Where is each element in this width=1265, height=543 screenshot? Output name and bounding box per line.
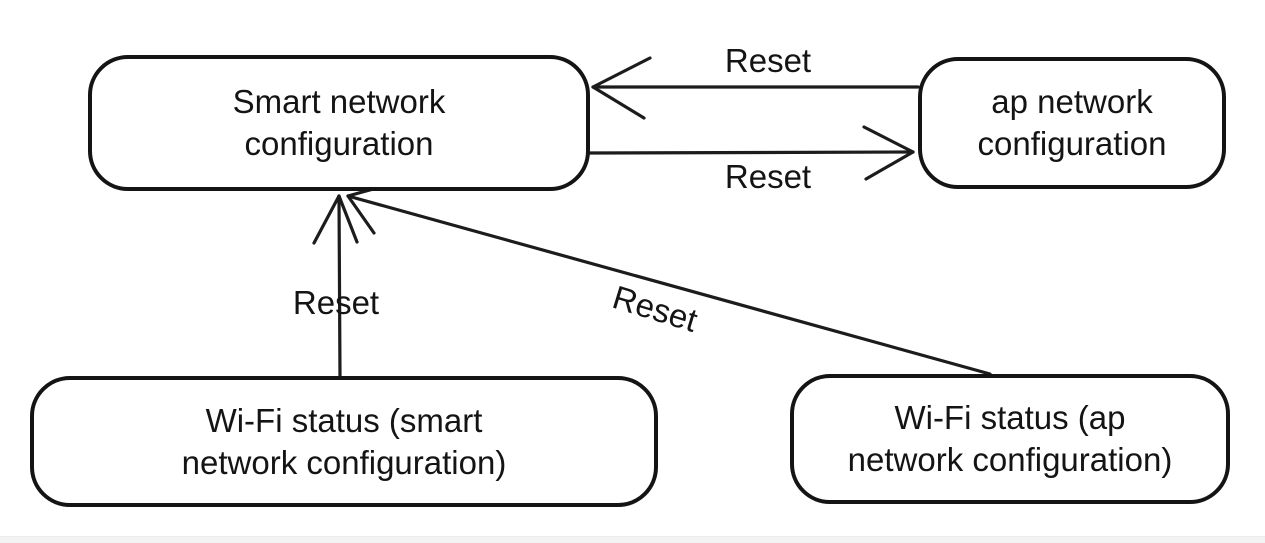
- node-ap-network-configuration: ap network configuration: [918, 57, 1226, 189]
- edge-label-reset-wifismart-to-smart: Reset: [292, 284, 380, 321]
- node-label-line: ap network: [991, 83, 1153, 120]
- arrowhead-left-icon: [591, 56, 652, 120]
- edge-smart-to-ap: [587, 150, 915, 155]
- node-label-line: network configuration): [181, 443, 507, 481]
- page-edge-strip: [0, 536, 1265, 543]
- node-label-line: configuration: [244, 125, 434, 162]
- node-label-line: configuration: [977, 125, 1167, 162]
- node-wifi-status-smart-network-configuration: Wi-Fi status (smart network configuratio…: [30, 376, 658, 507]
- edge-label-reset-ap-to-smart: Reset: [724, 42, 812, 79]
- node-label-line: Smart network: [232, 83, 446, 120]
- arrowhead-right-icon: [862, 125, 915, 181]
- node-label-line: network configuration): [847, 441, 1173, 478]
- node-label-line: Wi-Fi status (smart: [205, 401, 483, 439]
- node-wifi-status-ap-network-configuration: Wi-Fi status (ap network configuration): [790, 374, 1230, 504]
- node-label-line: Wi-Fi status (ap: [894, 399, 1126, 436]
- edge-wifismart-to-smart: [337, 194, 342, 379]
- edge-wifiap-to-smart: [346, 194, 992, 376]
- edge-label-reset-smart-to-ap: Reset: [724, 158, 812, 195]
- node-smart-network-configuration: Smart network configuration: [88, 55, 590, 191]
- arrowhead-up-icon: [312, 194, 359, 245]
